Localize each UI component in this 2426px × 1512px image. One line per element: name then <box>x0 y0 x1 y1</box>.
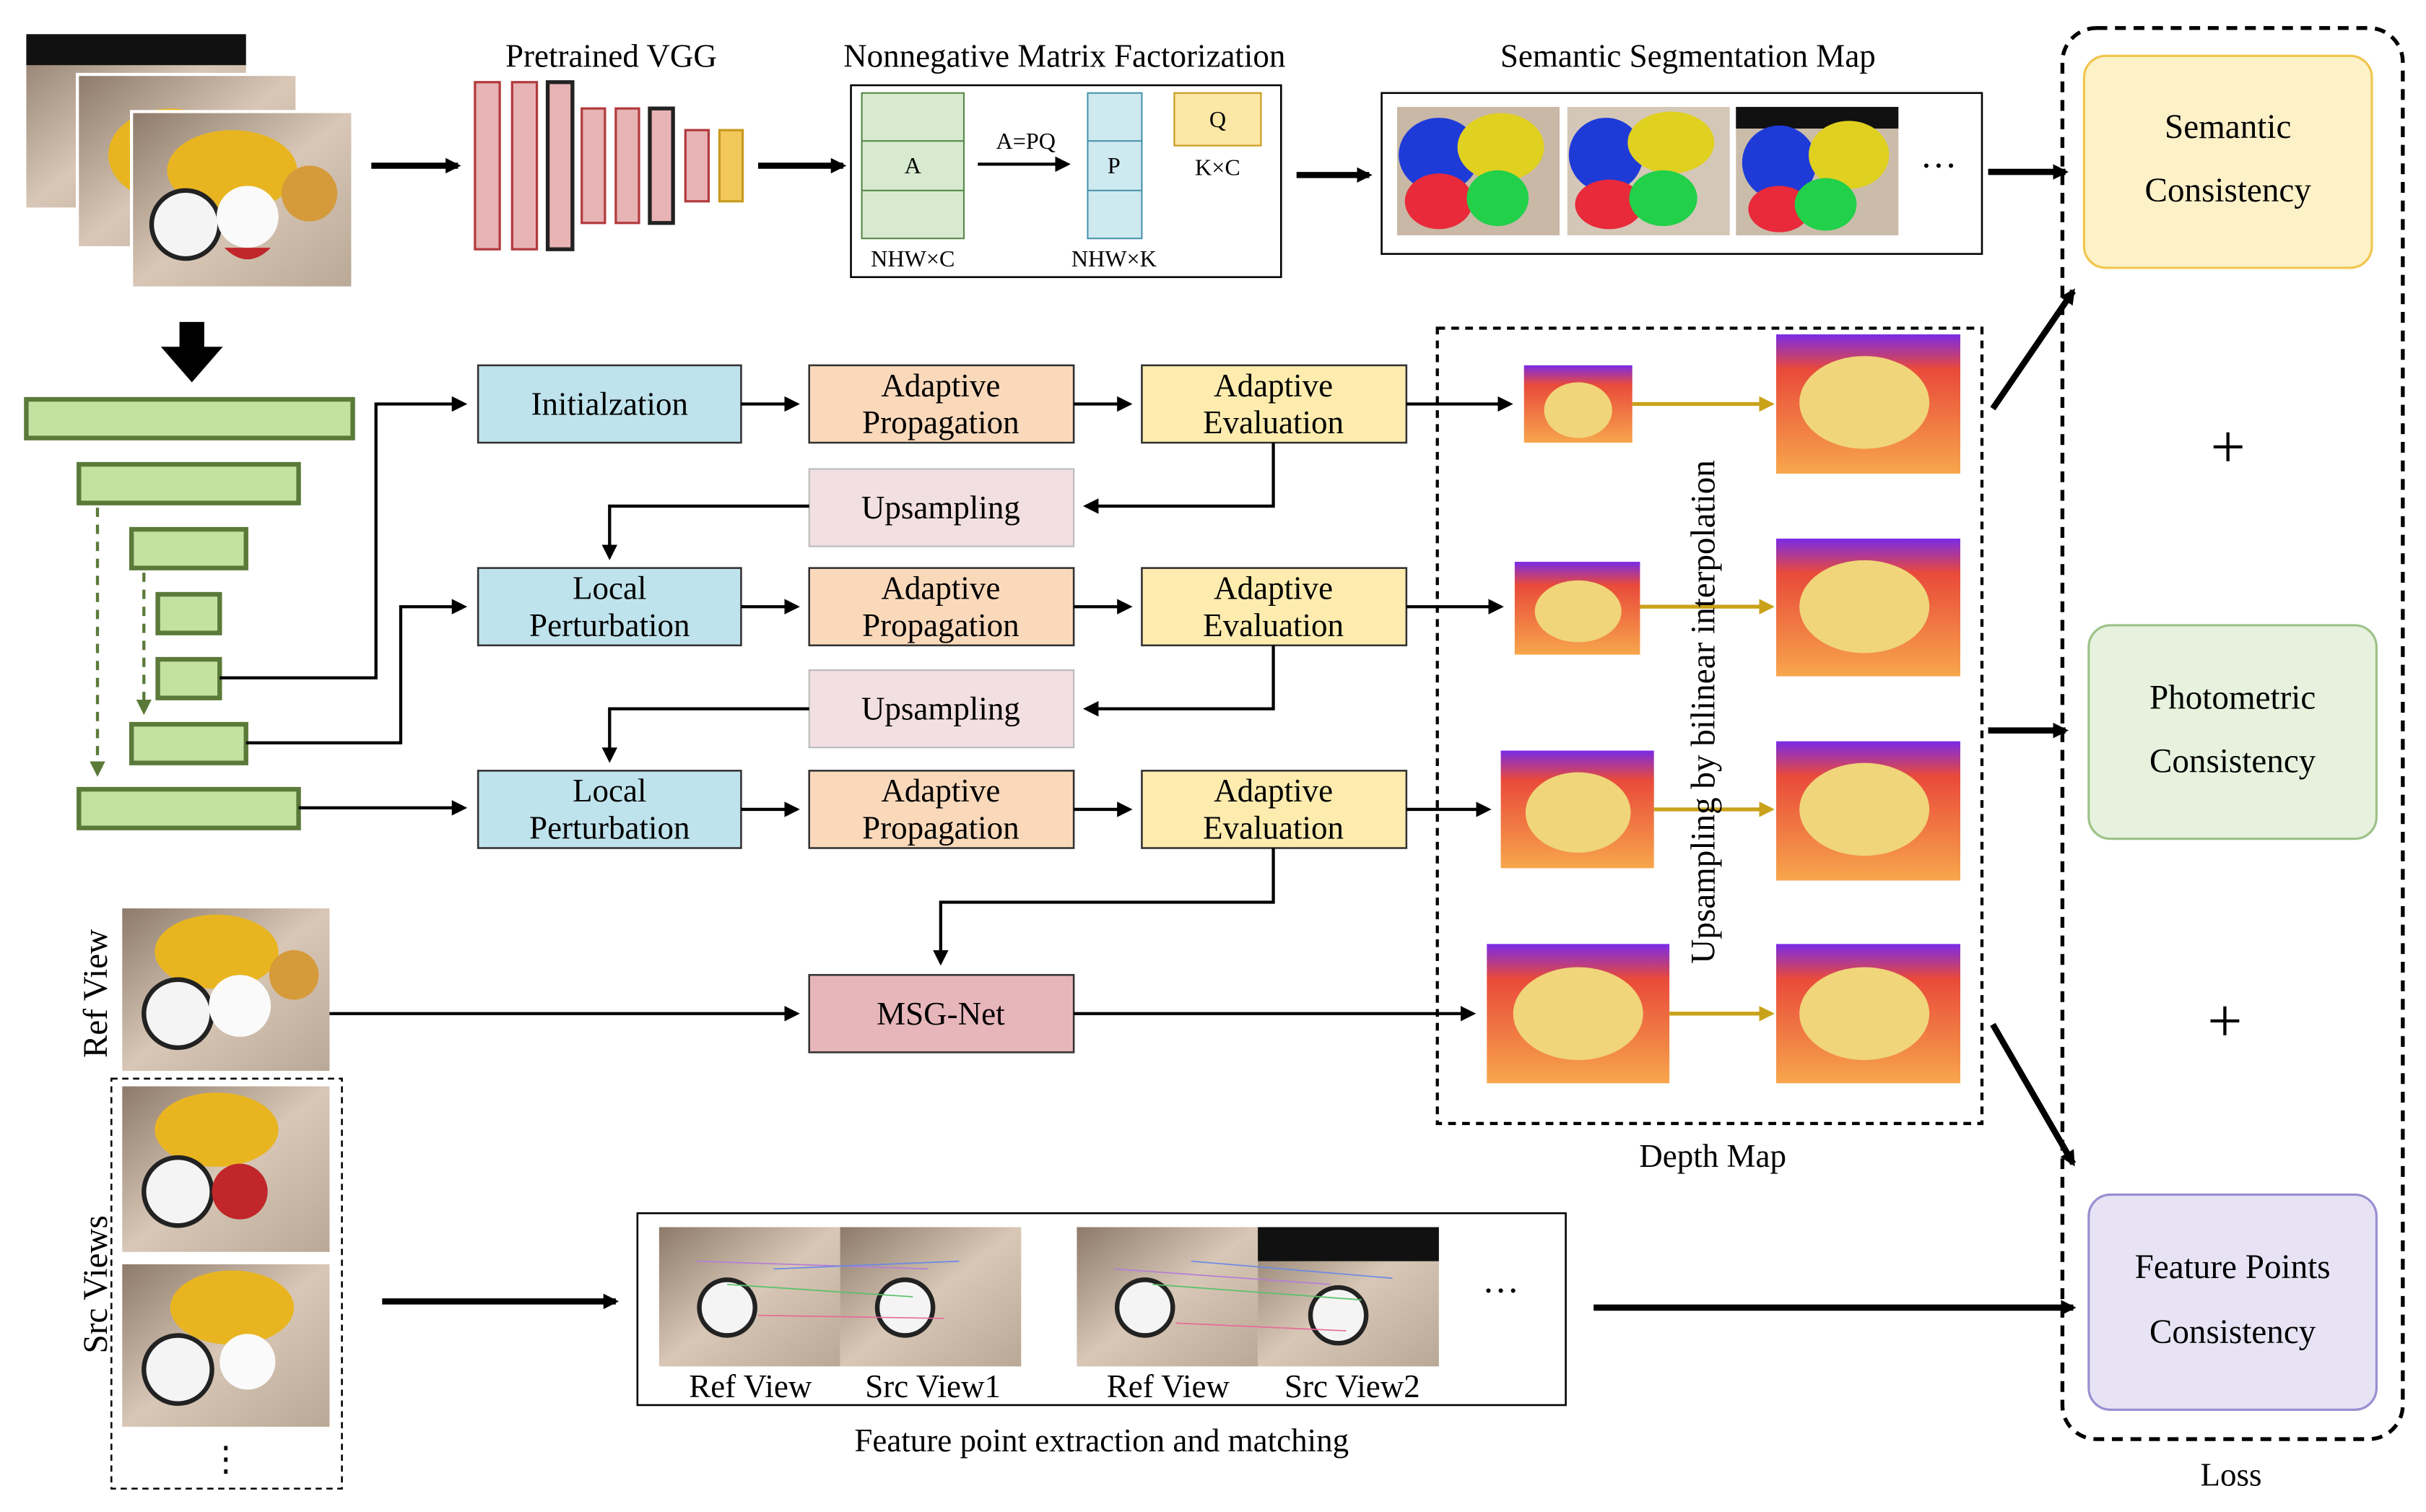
feature-matching-box: Ref View Src View1 Ref View Src View2 ··… <box>636 1212 1567 1407</box>
semantic-consistency-box: Semantic Consistency <box>2082 54 2373 269</box>
svg-text:Feature Points: Feature Points <box>2135 1248 2331 1286</box>
svg-text:A: A <box>905 152 921 178</box>
svg-text:Adaptive: Adaptive <box>881 368 1000 404</box>
svg-text:Local: Local <box>573 570 646 607</box>
down-arrow <box>160 321 223 383</box>
ref-view-image <box>122 908 330 1072</box>
svg-text:Adaptive: Adaptive <box>1214 570 1333 607</box>
vgg-network <box>474 80 744 251</box>
local-perturbation-2: Local Perturbation <box>477 770 742 849</box>
initialization-box: Initialzation <box>477 364 742 444</box>
svg-text:Adaptive: Adaptive <box>881 773 1000 809</box>
svg-text:Adaptive: Adaptive <box>1214 773 1333 809</box>
bilinear-label: Upsampling by bilinear interpolation <box>1684 460 1722 964</box>
matrix-q <box>1173 92 1262 147</box>
segmentation-map-2 <box>1567 107 1730 235</box>
svg-text:Initialzation: Initialzation <box>531 386 688 422</box>
matrix-a <box>861 92 965 240</box>
svg-text:Evaluation: Evaluation <box>1203 404 1344 440</box>
nmf-box: A A=PQ P Q K×C NHW×C NHW×K <box>850 84 1282 279</box>
svg-text:Upsampling: Upsampling <box>861 490 1020 526</box>
svg-text:Perturbation: Perturbation <box>529 607 690 643</box>
msg-net-box: MSG-Net <box>808 973 1075 1053</box>
svg-text:Propagation: Propagation <box>862 810 1019 846</box>
svg-text:Local: Local <box>573 773 646 809</box>
svg-text:Consistency: Consistency <box>2145 172 2312 209</box>
svg-text:Semantic: Semantic <box>2165 108 2291 146</box>
input-image-stack <box>26 34 355 290</box>
svg-text:Evaluation: Evaluation <box>1203 810 1344 846</box>
plus-2: + <box>2207 986 2242 1055</box>
svg-text:Adaptive: Adaptive <box>881 570 1000 607</box>
nmf-title: Nonnegative Matrix Factorization <box>843 38 1285 74</box>
segmentation-title: Semantic Segmentation Map <box>1500 38 1876 74</box>
local-perturbation-1: Local Perturbation <box>477 567 742 647</box>
svg-text:MSG-Net: MSG-Net <box>877 996 1005 1032</box>
feature-points-consistency-box: Feature Points Consistency <box>2087 1193 2378 1411</box>
feature-extraction-caption: Feature point extraction and matching <box>854 1422 1349 1459</box>
svg-text:Propagation: Propagation <box>862 404 1019 440</box>
src-views-label: Src Views <box>77 1215 115 1353</box>
svg-text:Src View2: Src View2 <box>1284 1368 1420 1404</box>
loss-panel: Semantic Consistency + Photometric Consi… <box>2060 26 2405 1441</box>
adaptive-propagation-3: Adaptive Propagation <box>808 770 1075 849</box>
depth-map-caption: Depth Map <box>1639 1138 1786 1174</box>
svg-text:Upsampling: Upsampling <box>861 691 1020 727</box>
svg-text:A=PQ: A=PQ <box>996 128 1056 154</box>
adaptive-propagation-2: Adaptive Propagation <box>808 567 1075 647</box>
svg-text:Photometric: Photometric <box>2149 679 2316 717</box>
svg-text:Q: Q <box>1209 106 1226 132</box>
matching-ellipsis: ··· <box>1482 1271 1519 1312</box>
src-views-ellipsis: ⋮ <box>209 1441 243 1478</box>
svg-text:Consistency: Consistency <box>2149 1313 2316 1351</box>
adaptive-evaluation-1: Adaptive Evaluation <box>1141 364 1408 444</box>
svg-text:Adaptive: Adaptive <box>1214 368 1333 404</box>
depth-map-region: Upsampling by bilinear interpolation <box>1435 326 1984 1126</box>
ref-view-label: Ref View <box>77 929 115 1058</box>
segmentation-map-3 <box>1736 107 1899 235</box>
svg-text:K×C: K×C <box>1195 154 1240 180</box>
segmentation-ellipsis: ··· <box>1920 146 1957 187</box>
svg-text:Propagation: Propagation <box>862 607 1019 643</box>
photometric-consistency-box: Photometric Consistency <box>2087 624 2378 840</box>
svg-text:Ref View: Ref View <box>689 1368 812 1404</box>
upsampling-2: Upsampling <box>808 669 1075 749</box>
svg-text:P: P <box>1108 152 1121 178</box>
svg-text:Ref View: Ref View <box>1107 1368 1230 1404</box>
svg-text:Src View1: Src View1 <box>865 1368 1001 1404</box>
adaptive-evaluation-3: Adaptive Evaluation <box>1141 770 1408 849</box>
loss-label: Loss <box>2200 1456 2261 1493</box>
matrix-p <box>1087 92 1143 240</box>
adaptive-propagation-1: Adaptive Propagation <box>808 364 1075 444</box>
plus-1: + <box>2211 412 2245 481</box>
svg-text:Consistency: Consistency <box>2149 743 2316 781</box>
segmentation-map-1 <box>1397 107 1560 235</box>
adaptive-evaluation-2: Adaptive Evaluation <box>1141 567 1408 647</box>
svg-text:NHW×C: NHW×C <box>871 246 955 271</box>
src-views-box: ⋮ <box>110 1077 343 1490</box>
feature-pyramid <box>24 396 355 830</box>
segmentation-box: ··· <box>1381 92 1983 255</box>
svg-text:Evaluation: Evaluation <box>1203 607 1344 643</box>
svg-text:Perturbation: Perturbation <box>529 810 690 846</box>
vgg-title: Pretrained VGG <box>505 38 717 74</box>
svg-text:NHW×K: NHW×K <box>1071 246 1157 271</box>
upsampling-1: Upsampling <box>808 468 1075 547</box>
